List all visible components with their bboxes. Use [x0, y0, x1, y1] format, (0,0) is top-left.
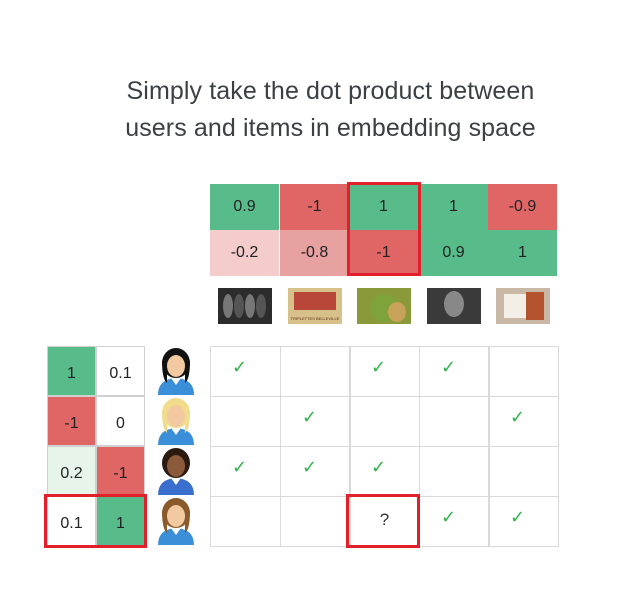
item-embedding-cell: -1 [349, 230, 418, 276]
rating-cell [419, 446, 490, 497]
check-icon: ✓ [509, 407, 526, 427]
question-mark: ? [379, 509, 390, 529]
user-1-icon [158, 348, 194, 395]
movie-poster-3-icon [357, 288, 411, 324]
user-3-icon [158, 448, 194, 495]
highlight-user-row [44, 494, 147, 548]
check-icon: ✓ [370, 457, 387, 477]
rating-cell: ✓ [488, 496, 559, 547]
rating-cell: ✓ [280, 396, 351, 447]
highlight-item-column [347, 182, 421, 276]
rating-cell [210, 496, 281, 547]
rating-cell: ✓ [419, 346, 490, 397]
rating-cell: ✓ [488, 396, 559, 447]
user-2-icon [158, 398, 194, 445]
check-icon: ✓ [440, 357, 457, 377]
user-embedding-cell: 0.2 [47, 446, 96, 496]
movie-poster-caption: TRIPLETTES BELLEVILLE [290, 316, 340, 321]
user-embedding-cell: 0 [96, 396, 145, 446]
rating-cell: ✓ [349, 446, 420, 497]
item-embedding-cell: 1 [349, 184, 418, 230]
movie-poster-1-icon [218, 288, 272, 324]
rating-cell: ✓ [210, 346, 281, 397]
check-icon: ✓ [231, 457, 248, 477]
title-line-1: Simply take the dot product between [126, 77, 535, 105]
item-embedding-cell: 0.9 [419, 230, 488, 276]
item-embedding-cell: 0.9 [210, 184, 279, 230]
rating-cell [210, 396, 281, 447]
rating-cell: ✓ [210, 446, 281, 497]
check-icon: ✓ [509, 507, 526, 527]
movie-poster-2-icon: TRIPLETTES BELLEVILLE [288, 288, 342, 324]
user-4-icon [158, 498, 194, 545]
item-embedding-cell: -0.9 [488, 184, 557, 230]
check-icon: ✓ [440, 507, 457, 527]
highlight-prediction-cell [346, 494, 420, 548]
rating-cell [488, 446, 559, 497]
rating-cell: ✓ [349, 346, 420, 397]
user-embedding-cell: -1 [96, 446, 145, 496]
user-embedding-cell: -1 [47, 396, 96, 446]
rating-cell: ✓ [280, 446, 351, 497]
check-icon: ✓ [231, 357, 248, 377]
user-embedding-cell: 1 [47, 346, 96, 396]
check-icon: ✓ [301, 407, 318, 427]
rating-cell [280, 346, 351, 397]
slide-title: Simply take the dot product between user… [0, 73, 641, 147]
rating-cell [419, 396, 490, 447]
check-icon: ✓ [301, 457, 318, 477]
item-embedding-cell: -0.2 [210, 230, 279, 276]
rating-cell [488, 346, 559, 397]
movie-poster-5-icon [496, 288, 550, 324]
rating-cell [349, 396, 420, 447]
rating-cell [280, 496, 351, 547]
check-icon: ✓ [370, 357, 387, 377]
item-embedding-cell: 1 [419, 184, 488, 230]
item-embedding-cell: 1 [488, 230, 557, 276]
title-line-2: users and items in embedding space [125, 114, 536, 142]
item-embedding-cell: -1 [280, 184, 349, 230]
movie-poster-4-icon [427, 288, 481, 324]
item-embedding-cell: -0.8 [280, 230, 349, 276]
rating-cell: ✓ [419, 496, 490, 547]
user-embedding-cell: 0.1 [96, 346, 145, 396]
